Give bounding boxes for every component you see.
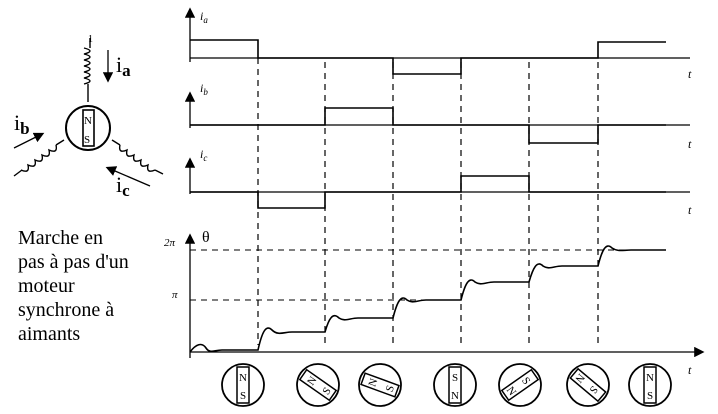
timing-axes bbox=[184, 7, 705, 358]
ic-arrow bbox=[105, 166, 151, 187]
theta-label: θ bbox=[202, 229, 210, 246]
time-markers bbox=[257, 58, 599, 345]
rotor-position-magnet bbox=[236, 366, 250, 404]
caption-line-3: moteur bbox=[18, 275, 75, 297]
rotor-position-7: NS bbox=[628, 363, 672, 407]
ic-symbol: ic bbox=[116, 172, 130, 200]
ic-axis-label: ic bbox=[200, 147, 207, 163]
rotor-position-magnet bbox=[448, 366, 462, 404]
rotor-pole-bottom: S bbox=[320, 385, 333, 397]
rotor-position-magnet bbox=[569, 367, 607, 403]
rotor-position-circle bbox=[566, 363, 610, 407]
theta-references bbox=[190, 249, 666, 301]
rotor-position-magnet bbox=[500, 368, 540, 402]
rotor-position-magnet bbox=[643, 366, 657, 404]
rotor-pole-top: N bbox=[366, 377, 380, 389]
coil-a-number: 1 bbox=[88, 34, 93, 45]
rotor-position-5: SN bbox=[498, 363, 542, 407]
coil-a bbox=[83, 38, 91, 102]
two-pi-label: 2π bbox=[164, 237, 176, 249]
t-label-ic: t bbox=[688, 203, 692, 217]
rotor-position-circle bbox=[296, 363, 340, 407]
pi-label: π bbox=[172, 289, 178, 301]
rotor-position-circle bbox=[358, 363, 402, 407]
rotor-position-magnet bbox=[360, 372, 400, 398]
rotor-position-circle bbox=[498, 363, 542, 407]
rotor-pole-top: S bbox=[452, 372, 458, 384]
rotor-position-4: SN bbox=[433, 363, 477, 407]
t-label-ib: t bbox=[688, 137, 692, 151]
motor-schematic: 1 ia N S ib ic bbox=[13, 34, 164, 200]
rotor-position-magnet bbox=[298, 368, 338, 402]
ia-symbol: ia bbox=[116, 52, 131, 80]
caption: Marche en pas à pas d'un moteur synchron… bbox=[18, 226, 188, 346]
theta-curve bbox=[189, 245, 666, 353]
caption-line-5: aimants bbox=[18, 323, 81, 345]
rotor-circle bbox=[65, 105, 111, 151]
rotor-s: S bbox=[84, 134, 90, 146]
rotor-position-2: NS bbox=[296, 363, 340, 407]
rotor-pole-bottom: S bbox=[384, 384, 397, 394]
rotor-pole-bottom: N bbox=[451, 390, 459, 402]
rotor-position-6: SN bbox=[566, 363, 610, 407]
ia-axis-label: ia bbox=[200, 9, 208, 25]
rotor-position-1: NS bbox=[221, 363, 265, 407]
rotor-position-circle bbox=[628, 363, 672, 407]
rotor-pole-top: N bbox=[239, 372, 247, 384]
rotor-pole-bottom: S bbox=[240, 390, 246, 402]
t-label-ia: t bbox=[688, 67, 692, 81]
ib-axis-label: ib bbox=[200, 81, 208, 97]
ia-waveform bbox=[190, 39, 666, 75]
rotor-pole-top: N bbox=[646, 372, 654, 384]
ib-symbol: ib bbox=[14, 110, 30, 138]
rotor-pole-top: S bbox=[519, 375, 532, 387]
caption-line-4: synchrone à bbox=[18, 299, 115, 321]
t-label-theta: t bbox=[688, 363, 692, 377]
coil-b bbox=[13, 139, 65, 177]
caption-line-2: pas à pas d'un bbox=[18, 251, 129, 273]
ib-arrow bbox=[13, 132, 45, 149]
coil-c bbox=[111, 139, 164, 175]
rotor-n: N bbox=[84, 115, 92, 127]
rotor-position-3: NS bbox=[358, 363, 402, 407]
rotor-magnet bbox=[82, 109, 95, 147]
rotor-position-circle bbox=[221, 363, 265, 407]
rotor-pole-bottom: S bbox=[647, 390, 653, 402]
rotor-position-circle bbox=[433, 363, 477, 407]
caption-line-1: Marche en bbox=[18, 227, 103, 249]
